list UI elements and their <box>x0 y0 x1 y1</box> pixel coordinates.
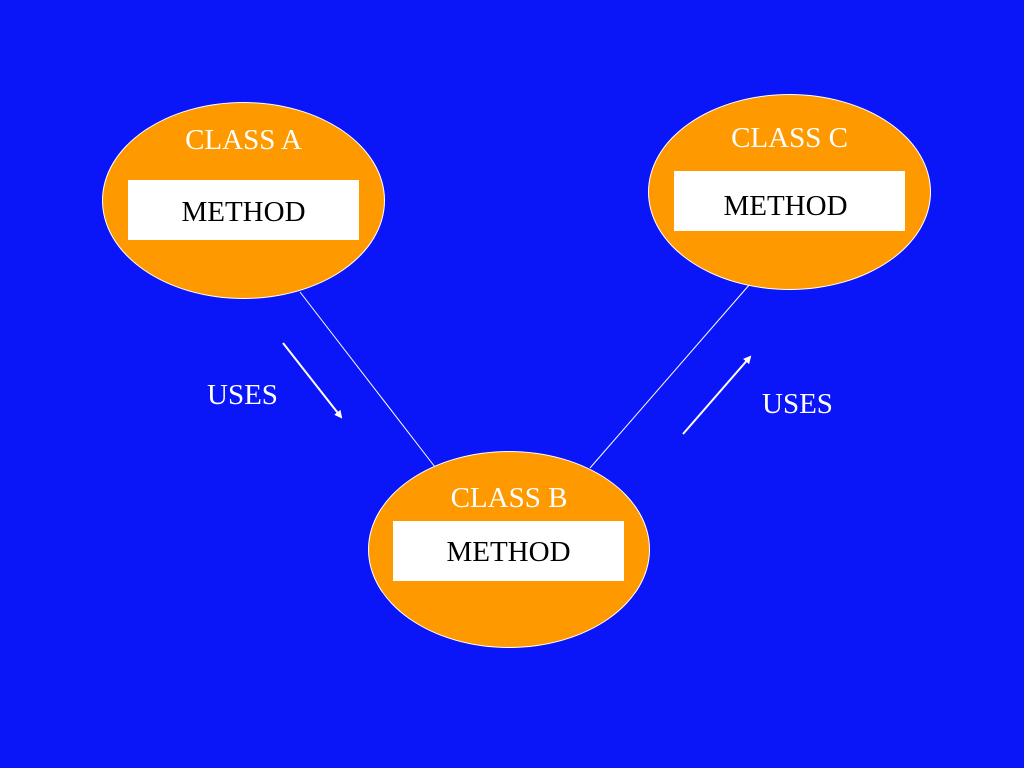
uses-label-b-to-c: USES <box>762 388 833 420</box>
uses-arrow-b-to-c <box>682 355 752 435</box>
class-c-title: CLASS C <box>731 122 848 154</box>
class-c-method-box: METHOD <box>674 171 905 231</box>
class-c-method-label: METHOD <box>723 190 848 222</box>
class-b-title: CLASS B <box>450 482 568 514</box>
class-a-title: CLASS A <box>185 124 302 156</box>
class-c-node: CLASS C METHOD <box>648 94 931 290</box>
class-a-node: CLASS A METHOD <box>102 102 385 299</box>
class-b-method-label: METHOD <box>446 536 571 568</box>
class-a-method-label: METHOD <box>181 196 306 228</box>
uses-arrow-a-to-b <box>282 342 343 419</box>
uses-label-a-to-b: USES <box>207 379 278 411</box>
class-a-method-box: METHOD <box>128 180 359 240</box>
connector-b-to-c <box>589 283 751 469</box>
connector-a-to-b <box>299 291 436 468</box>
class-b-node: CLASS B METHOD <box>368 451 650 648</box>
class-b-method-box: METHOD <box>393 521 624 581</box>
